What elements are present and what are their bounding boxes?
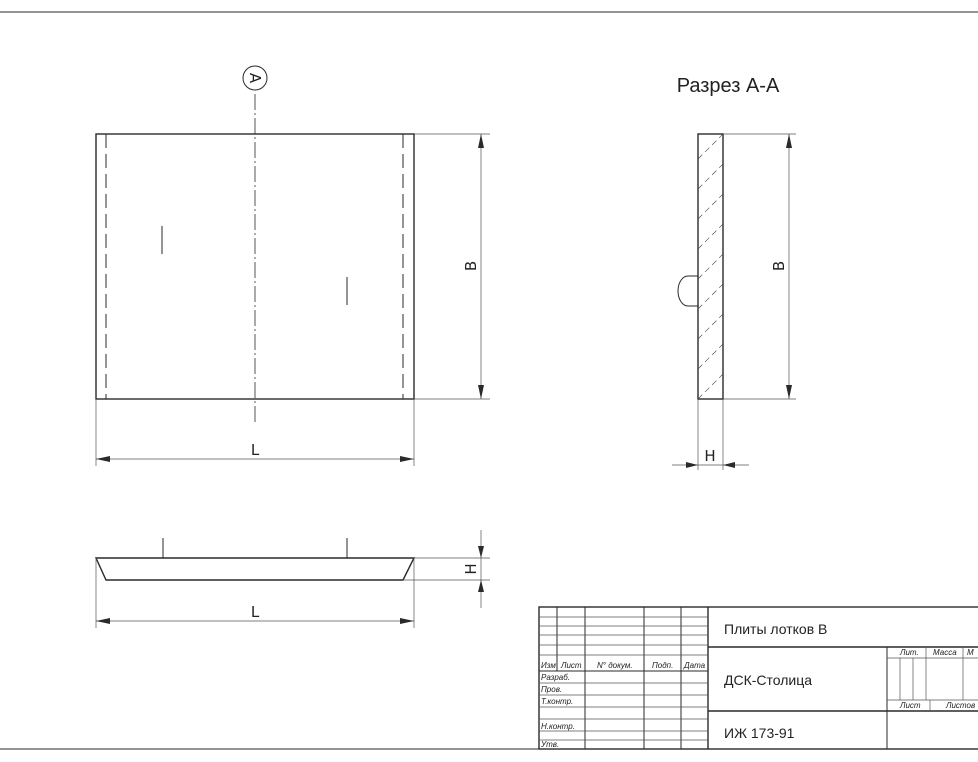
tb-head-scale: М [967,648,974,657]
tb-role: Разраб. [541,673,570,682]
dim-arrow [96,456,110,462]
section-marker-label: A [246,73,264,84]
dim-l-label: L [251,441,260,459]
dim-arrow [786,134,792,148]
section-marker-circle [242,65,268,91]
tb-head-izm: Изм [541,661,556,670]
tb-head-sheets: Листов [945,701,975,710]
title-block-frame [538,606,978,750]
dim-b2-label: B [770,261,788,271]
dim-arrow [686,462,698,468]
dim-arrow [478,580,484,592]
tb-head-sheet: Лист [899,701,921,710]
dim-arrow [786,385,792,399]
tb-role: Утв. [540,740,559,749]
plan-view: A L B [95,65,490,466]
dim-arrow [478,546,484,558]
section-outline [697,133,724,400]
tb-document-code: ИЖ 173-91 [724,725,795,741]
title-block: Изм Лист N° докум. Подп. Дата Разраб. Пр… [538,606,978,750]
tb-head-mass: Масса [933,648,957,657]
section-lifting-loop [677,275,698,307]
tb-head-date: Дата [683,661,706,670]
tb-role: Т.контр. [541,697,573,706]
dim-arrow [96,618,110,624]
elevation-outline [94,557,416,581]
tb-organization: ДСК-Столица [724,672,812,688]
elevation-view: L H [94,530,490,628]
dim-arrow [478,134,484,148]
dim-h-label: H [462,563,480,574]
tb-head-list: Лист [560,661,582,670]
section-title: Разрез А-А [677,75,780,97]
tb-head-lit: Лит. [899,648,919,657]
dim-h2-label: H [704,447,715,465]
section-hatching [697,133,724,400]
section-view: Разрез А-А B H [672,75,796,470]
dim-arrow [400,456,414,462]
tb-product-name: Плиты лотков В [724,621,827,637]
tb-head-docno: N° докум. [597,661,633,670]
tb-head-sign: Подп. [652,661,673,670]
dim-b-label: B [462,261,480,271]
dim-arrow [400,618,414,624]
dim-arrow [723,462,735,468]
tb-role: Н.контр. [541,722,575,731]
tb-role: Пров. [541,685,562,694]
dim-arrow [478,385,484,399]
dim-l2-label: L [251,603,260,621]
